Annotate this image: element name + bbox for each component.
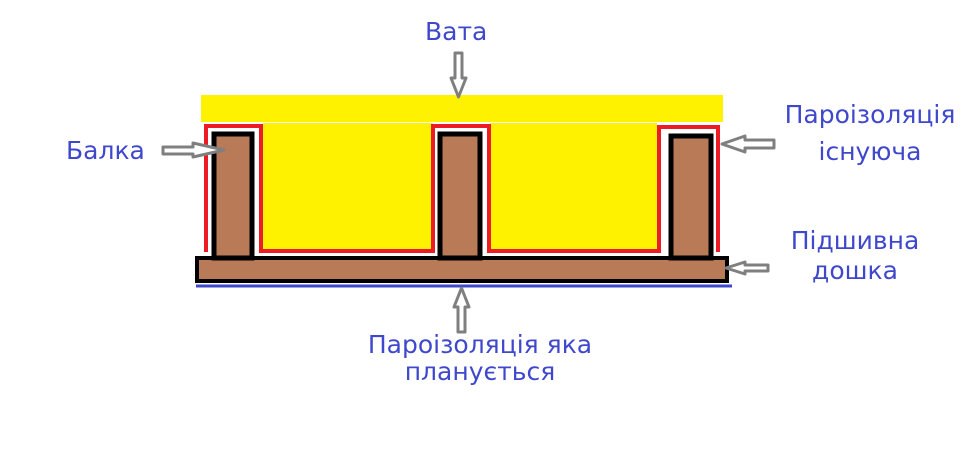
wool-fill-left — [263, 123, 433, 250]
wool-top-layer — [201, 95, 723, 122]
board-arrow-left-icon — [724, 260, 770, 276]
vapor-barrier-existing — [204, 124, 720, 253]
beam-middle — [437, 131, 483, 261]
board-label-line2: дошка — [812, 256, 898, 285]
vapor-existing-label-line2: існуюча — [818, 137, 922, 166]
wool-arrow-down-icon — [449, 51, 468, 99]
vapor-existing-label-line1: Пароізоляція — [784, 100, 956, 129]
beam-right — [668, 133, 714, 261]
vapor-planned-label-line2: планується — [404, 357, 556, 386]
vapor-planned-arrow-up-icon — [452, 286, 471, 334]
ceiling-board — [195, 256, 729, 283]
vapor-existing-label: Пароізоляція існуюча — [770, 100, 970, 166]
beam-left — [211, 131, 255, 261]
board-label-line1: Підшивна — [790, 226, 920, 255]
vapor-existing-arrow-left-icon — [720, 134, 776, 154]
vapor-planned-label-line1: Пароізоляція яка — [367, 330, 593, 359]
vapor-planned-label: Пароізоляція яка планується — [330, 330, 630, 386]
wool-fill-right — [490, 123, 657, 250]
beam-arrow-right-icon — [161, 141, 226, 159]
beam-label: Балка — [66, 136, 145, 165]
board-label: Підшивна дошка — [775, 226, 935, 285]
wool-label: Вата — [425, 17, 488, 46]
